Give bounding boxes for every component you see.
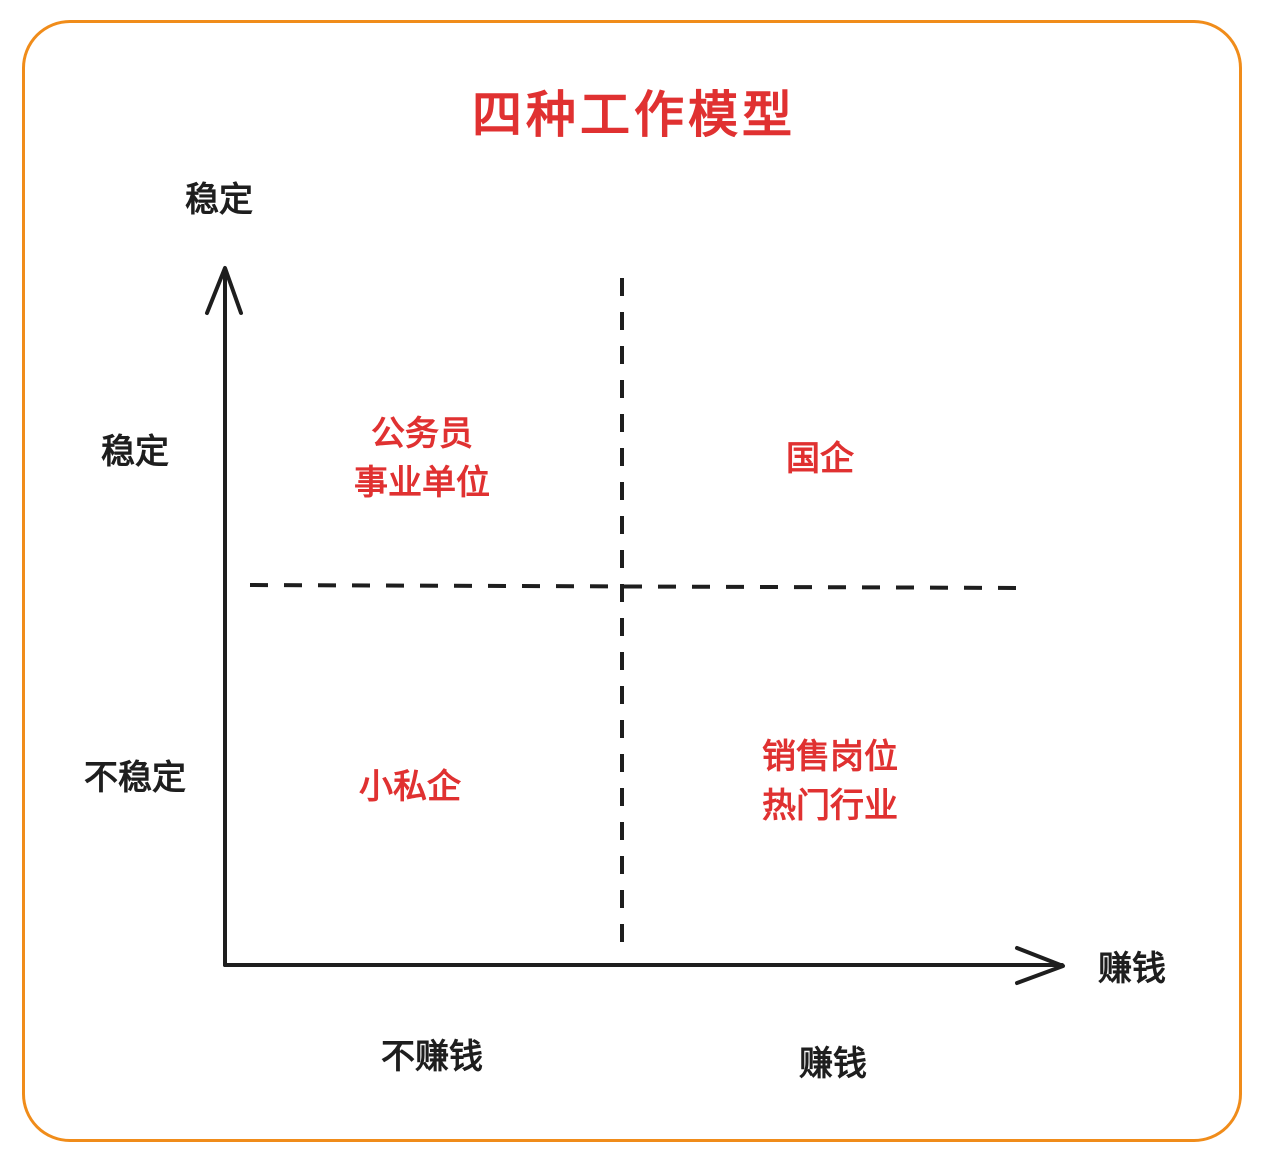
quadrant-bottom-right-line2: 热门行业 xyxy=(762,786,898,827)
horizontal-divider xyxy=(249,583,1029,590)
y-axis-label: 稳定 xyxy=(185,180,253,220)
x-axis-arrowhead xyxy=(1015,946,1065,985)
quadrant-bottom-right-line1: 销售岗位 xyxy=(762,737,898,777)
quadrant-bottom-right: 销售岗位 热门行业 xyxy=(730,733,930,832)
x-category-not-earning: 不赚钱 xyxy=(381,1037,483,1077)
x-category-earning: 赚钱 xyxy=(799,1044,867,1084)
quadrant-bottom-left: 小私企 xyxy=(330,763,490,812)
quadrant-top-left: 公务员 事业单位 xyxy=(322,410,522,509)
quadrant-top-right: 国企 xyxy=(740,435,900,484)
quadrant-top-left-line1: 公务员 xyxy=(371,414,473,454)
diagram-title: 四种工作模型 xyxy=(472,86,796,144)
y-category-stable: 稳定 xyxy=(101,432,169,472)
quadrant-top-right-line1: 国企 xyxy=(786,439,854,479)
quadrant-top-left-line2: 事业单位 xyxy=(354,463,490,504)
y-axis-arrowhead xyxy=(205,266,243,315)
x-axis-label: 赚钱 xyxy=(1098,949,1166,989)
quadrant-bottom-left-line1: 小私企 xyxy=(359,767,461,807)
y-category-unstable: 不稳定 xyxy=(84,758,186,798)
